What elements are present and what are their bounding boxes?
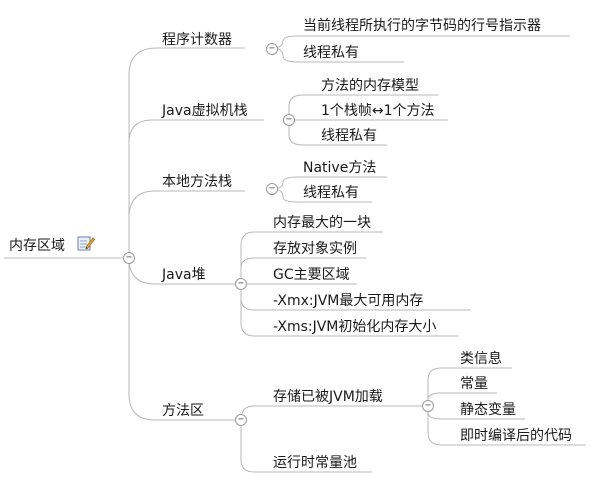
leaf-heap-xmx[interactable]: -Xmx:JVM最大可用内存	[273, 293, 424, 309]
branch-java-heap[interactable]: Java堆	[162, 267, 206, 283]
leaf-static-variables[interactable]: 静态变量	[460, 402, 516, 418]
edit-note-icon[interactable]	[77, 235, 95, 251]
root-node-label[interactable]: 内存区域	[9, 238, 65, 254]
branch-method-area[interactable]: 方法区	[162, 403, 204, 419]
leaf-jit-compiled-code[interactable]: 即时编译后的代码	[460, 428, 572, 444]
leaf-pc-thread-private[interactable]: 线程私有	[303, 45, 359, 61]
branch-jvm-stack[interactable]: Java虚拟机栈	[162, 103, 248, 119]
leaf-runtime-constant-pool[interactable]: 运行时常量池	[273, 455, 357, 471]
leaf-class-info[interactable]: 类信息	[460, 351, 502, 367]
node-loaded-by-jvm[interactable]: 存储已被JVM加载	[273, 389, 383, 405]
leaf-heap-xms[interactable]: -Xms:JVM初始化内存大小	[273, 319, 437, 335]
collapse-toggle-jvm-stack[interactable]: −	[283, 114, 295, 126]
collapse-toggle-java-heap[interactable]: −	[235, 278, 247, 290]
leaf-heap-largest[interactable]: 内存最大的一块	[273, 215, 371, 231]
leaf-pc-line-indicator[interactable]: 当前线程所执行的字节码的行号指示器	[303, 18, 541, 34]
leaf-native-method[interactable]: Native方法	[303, 160, 377, 176]
collapse-toggle-program-counter[interactable]: −	[266, 43, 278, 55]
leaf-constants[interactable]: 常量	[460, 376, 488, 392]
leaf-stack-thread-private[interactable]: 线程私有	[321, 128, 377, 144]
leaf-heap-object-instances[interactable]: 存放对象实例	[273, 241, 357, 257]
collapse-toggle-loaded-by-jvm[interactable]: −	[422, 400, 434, 412]
leaf-stack-frame-method[interactable]: 1个栈帧↔1个方法	[321, 103, 435, 119]
leaf-native-thread-private[interactable]: 线程私有	[303, 185, 359, 201]
collapse-toggle-native-method-stack[interactable]: −	[266, 183, 278, 195]
branch-native-method-stack[interactable]: 本地方法栈	[162, 174, 232, 190]
leaf-heap-gc-area[interactable]: GC主要区域	[273, 267, 350, 283]
collapse-toggle-method-area[interactable]: −	[235, 414, 247, 426]
collapse-toggle-root[interactable]: −	[123, 252, 135, 264]
leaf-stack-memory-model[interactable]: 方法的内存模型	[321, 78, 419, 94]
branch-program-counter[interactable]: 程序计数器	[162, 32, 232, 48]
